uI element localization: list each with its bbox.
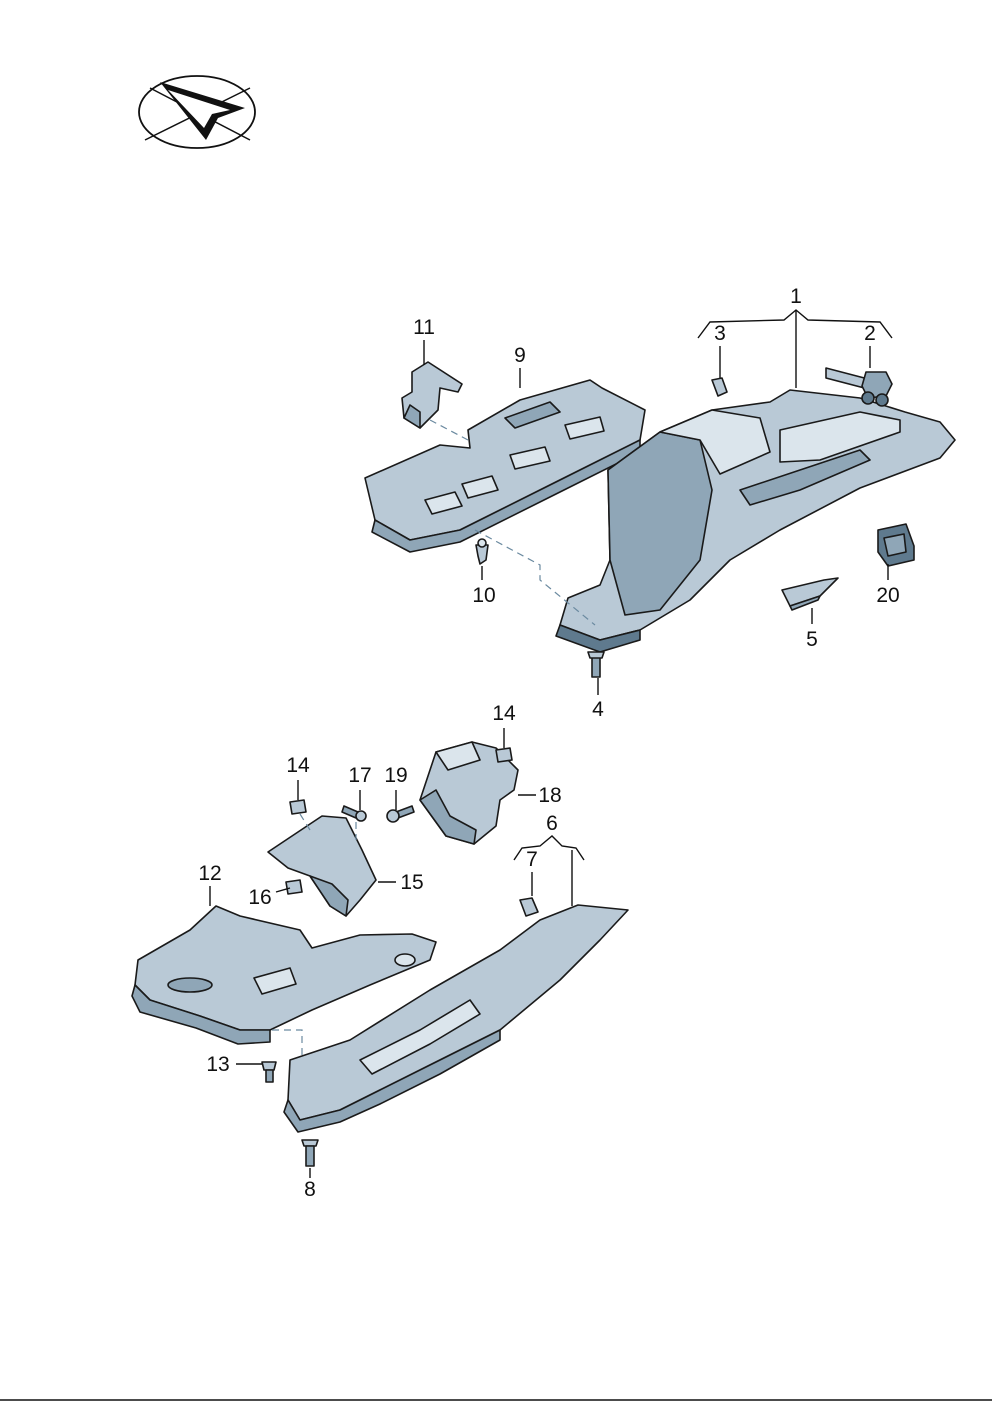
label-8: 8 — [304, 1178, 316, 1201]
label-10: 10 — [472, 584, 495, 607]
part-1-glovebox-housing — [555, 389, 956, 653]
label-16: 16 — [248, 886, 271, 909]
label-12: 12 — [198, 862, 221, 885]
label-5: 5 — [806, 628, 818, 651]
part-13-screw — [261, 1061, 277, 1083]
orientation-arrow-logo — [138, 75, 256, 149]
assembly-line-9-to-1 — [474, 529, 596, 626]
part-19-bolt — [386, 805, 415, 823]
label-19: 19 — [384, 764, 407, 787]
label-6: 6 — [546, 812, 558, 835]
part-8-screw — [301, 1139, 319, 1167]
bracket-1 — [697, 309, 893, 339]
label-3: 3 — [714, 322, 726, 345]
label-15: 15 — [400, 871, 423, 894]
assembly-line-11-to-9 — [429, 419, 469, 441]
part-14-nut-upper — [495, 747, 513, 763]
assembly-line-14-to-15 — [299, 813, 311, 831]
label-14-upper: 14 — [492, 702, 516, 725]
part-18-bracket — [419, 741, 519, 845]
label-7: 7 — [526, 848, 538, 871]
part-4-screw — [587, 651, 605, 678]
part-20-switch — [877, 523, 915, 567]
label-9: 9 — [514, 344, 526, 367]
part-14-nut-lower — [289, 799, 307, 815]
part-9-cover-panel — [364, 379, 646, 553]
assembly-line-12-to-6 — [272, 1029, 303, 1058]
part-15-bracket — [267, 815, 377, 917]
label-2: 2 — [864, 322, 876, 345]
label-18: 18 — [538, 784, 561, 807]
label-14-lower: 14 — [286, 754, 310, 777]
label-17: 17 — [348, 764, 371, 787]
part-17-bolt — [341, 805, 367, 822]
part-11-bracket — [401, 361, 463, 429]
part-16-clip — [285, 879, 303, 895]
part-12-cover-panel — [131, 905, 437, 1045]
part-6-lower-trim — [283, 904, 629, 1133]
label-4: 4 — [592, 698, 604, 721]
part-7-clip — [519, 897, 539, 917]
part-5-latch-handle — [781, 577, 839, 611]
part-2-latch-rod — [825, 367, 893, 407]
bracket-6 — [513, 835, 585, 861]
part-10-clip — [475, 538, 489, 565]
label-1: 1 — [790, 285, 802, 308]
label-13: 13 — [206, 1053, 229, 1076]
label-11: 11 — [413, 316, 435, 339]
label-20: 20 — [876, 584, 899, 607]
part-3-clip — [711, 377, 728, 397]
